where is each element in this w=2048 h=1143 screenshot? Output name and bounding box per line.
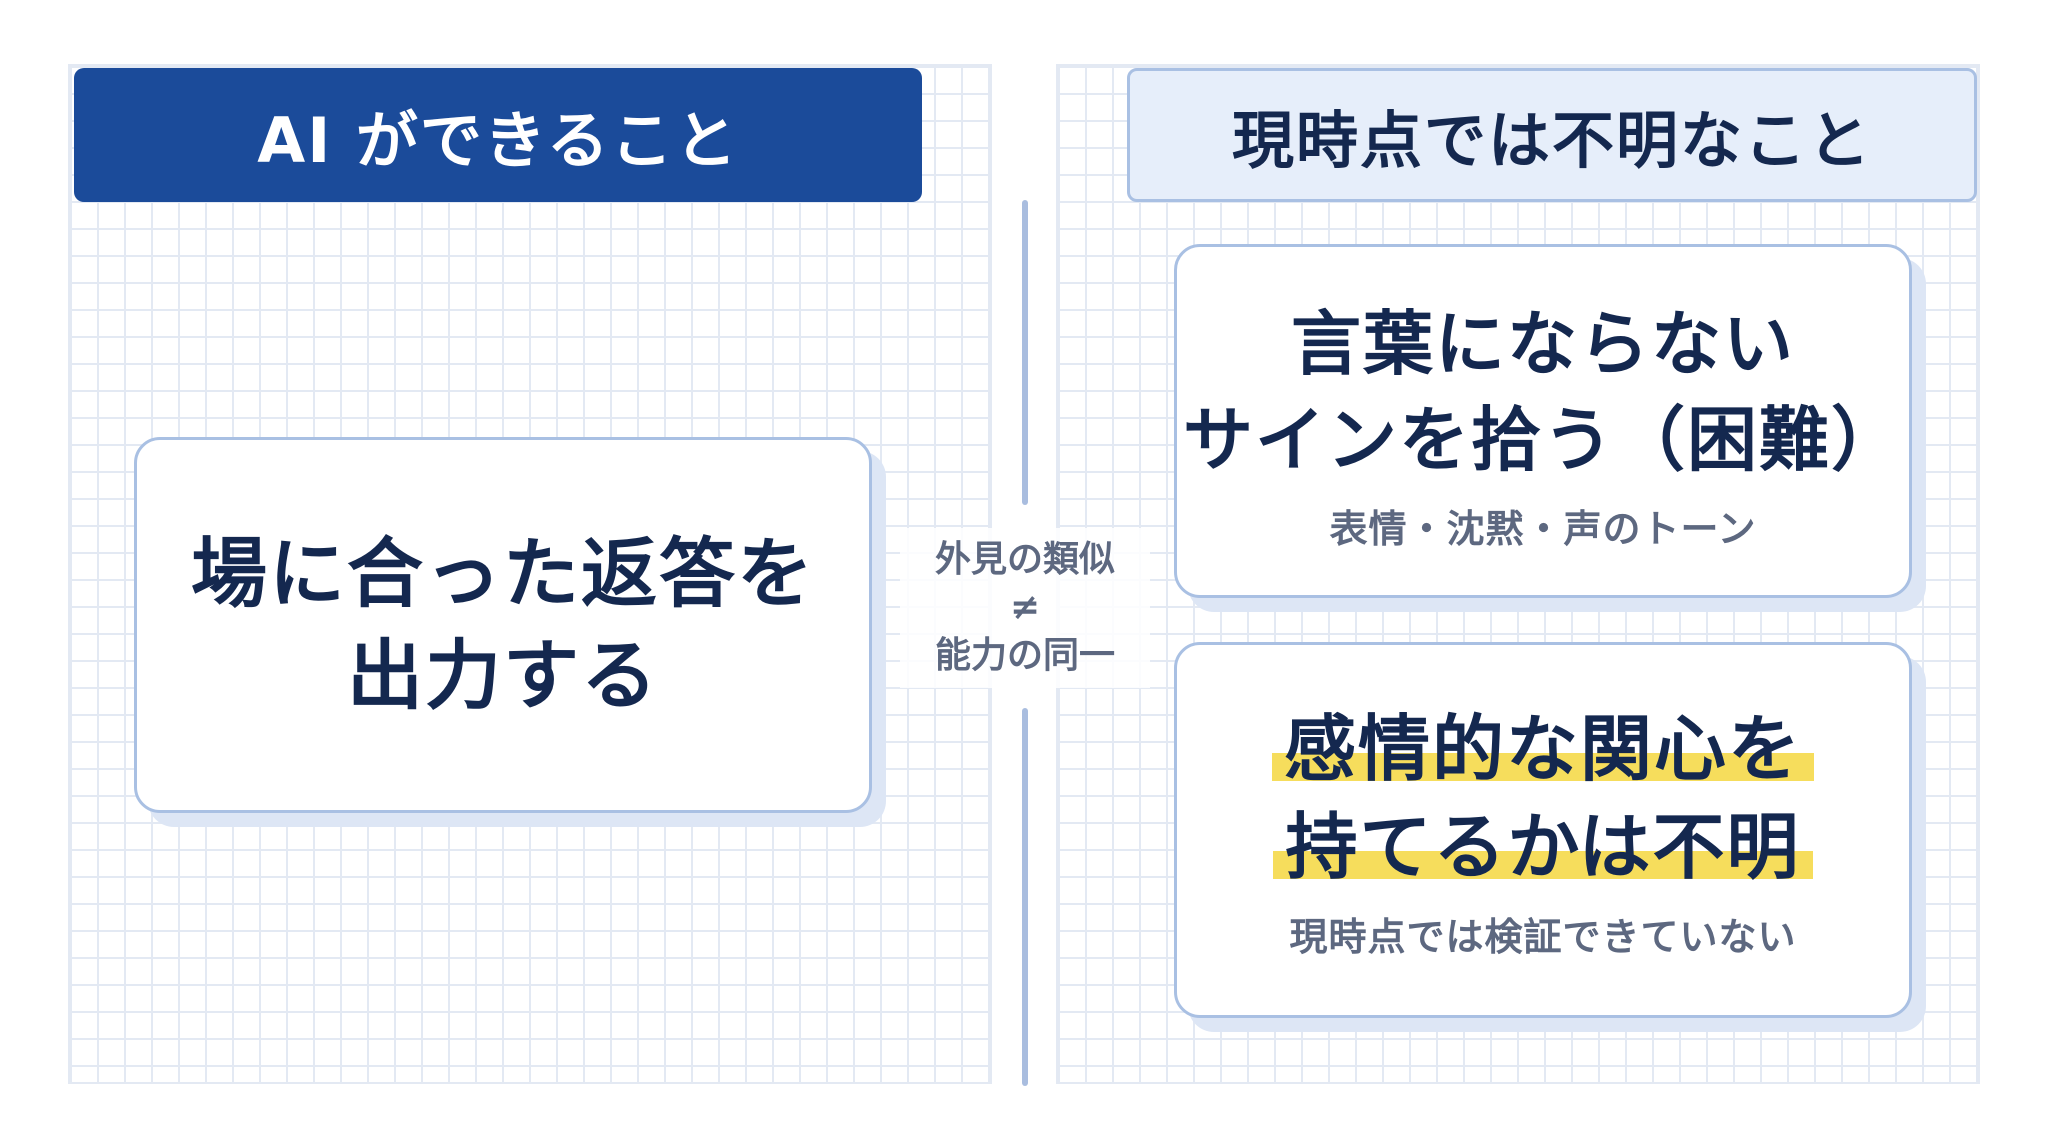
emotional-interest-line-1: 感情的な関心を — [1271, 706, 1814, 791]
emotional-interest-line-2: 持てるかは不明 — [1273, 804, 1813, 889]
not-equal-sign: ≠ — [1009, 587, 1041, 628]
nonverbal-signs-card: 言葉にならない サインを拾う（困難） 表情・沈黙・声のトーン — [1174, 244, 1912, 598]
emotional-interest-card: 感情的な関心を 持てるかは不明 現時点では検証できていない — [1174, 642, 1912, 1018]
emotional-interest-line-2-wrap: 持てるかは不明 — [1273, 798, 1813, 896]
ai-can-do-header: AI ができること — [74, 68, 922, 202]
ai-can-do-card: 場に合った返答を 出力する — [134, 437, 872, 813]
ai-can-do-line-1: 場に合った返答を — [191, 529, 815, 618]
ai-can-do-header-label: AI ができること — [257, 104, 739, 177]
similarity-note-line3: 能力の同一 — [934, 635, 1115, 676]
similarity-note: 外見の類似 ≠ 能力の同一 — [900, 528, 1150, 688]
nonverbal-signs-line-1: 言葉にならない — [1291, 302, 1795, 385]
similarity-note-line1: 外見の類似 — [934, 539, 1115, 580]
unknown-now-header-label: 現時点では不明なこと — [1231, 104, 1872, 177]
nonverbal-signs-line-2: サインを拾う（困難） — [1183, 398, 1903, 481]
emotional-interest-line-1-wrap: 感情的な関心を — [1271, 700, 1814, 798]
nonverbal-signs-sub: 表情・沈黙・声のトーン — [1329, 506, 1757, 551]
unknown-now-header: 現時点では不明なこと — [1127, 68, 1977, 202]
ai-can-do-line-2: 出力する — [347, 631, 659, 720]
center-divider-bottom — [1022, 708, 1028, 1086]
emotional-interest-sub: 現時点では検証できていない — [1289, 914, 1797, 959]
center-divider-top — [1022, 200, 1028, 505]
